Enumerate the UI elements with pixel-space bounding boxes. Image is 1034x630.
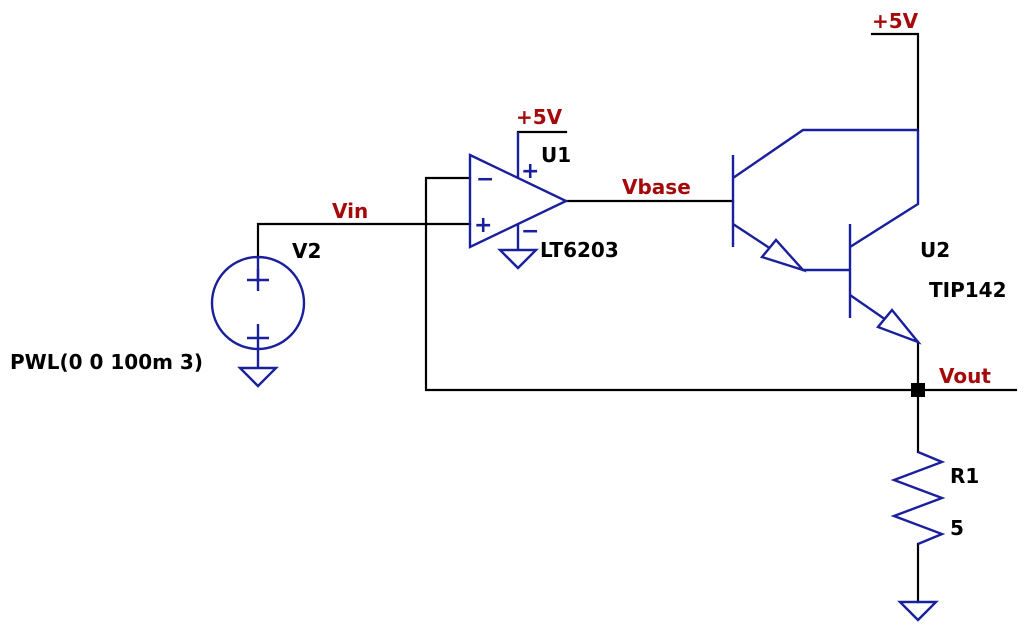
labels: +5V +5V Vin Vbase Vout V2 PWL(0 0 100m 3… xyxy=(10,9,1007,540)
opamp-ref-label: U1 xyxy=(541,143,571,167)
opamp-inverting-pin-sign: − xyxy=(476,167,494,192)
ground-symbol-v2 xyxy=(237,366,279,388)
opamp-noninverting-pin-sign: + xyxy=(474,213,492,238)
ground-symbol-r1 xyxy=(897,600,939,622)
net-label-vbase: Vbase xyxy=(622,175,691,199)
wires xyxy=(256,32,1018,604)
source-ref-label: V2 xyxy=(292,239,321,263)
opamp-supply-minus-sign: − xyxy=(521,219,539,244)
opamp-model-label: LT6203 xyxy=(540,238,619,262)
ground-symbol-u1 xyxy=(497,248,539,270)
darlington-model-label: TIP142 xyxy=(929,278,1007,302)
opamp-supply-plus-sign: + xyxy=(521,159,539,184)
net-label-opamp-supply: +5V xyxy=(516,105,563,129)
voltage-source-v2 xyxy=(210,255,306,388)
darlington-ref-label: U2 xyxy=(920,238,950,262)
wire-feedback xyxy=(424,176,1018,392)
opamp-u1: − + + − xyxy=(468,132,569,270)
net-label-top-supply: +5V xyxy=(872,9,919,33)
resistor-value-label: 5 xyxy=(950,516,964,540)
wire-vin xyxy=(256,222,472,260)
resistor-ref-label: R1 xyxy=(950,464,979,488)
net-label-vin: Vin xyxy=(332,199,368,223)
darlington-u2 xyxy=(731,128,922,345)
resistor-r1 xyxy=(890,450,946,622)
wire-top-supply xyxy=(870,32,920,132)
net-label-vout: Vout xyxy=(939,364,991,388)
source-value-label: PWL(0 0 100m 3) xyxy=(10,350,203,374)
vout-junction-dot xyxy=(911,383,925,397)
